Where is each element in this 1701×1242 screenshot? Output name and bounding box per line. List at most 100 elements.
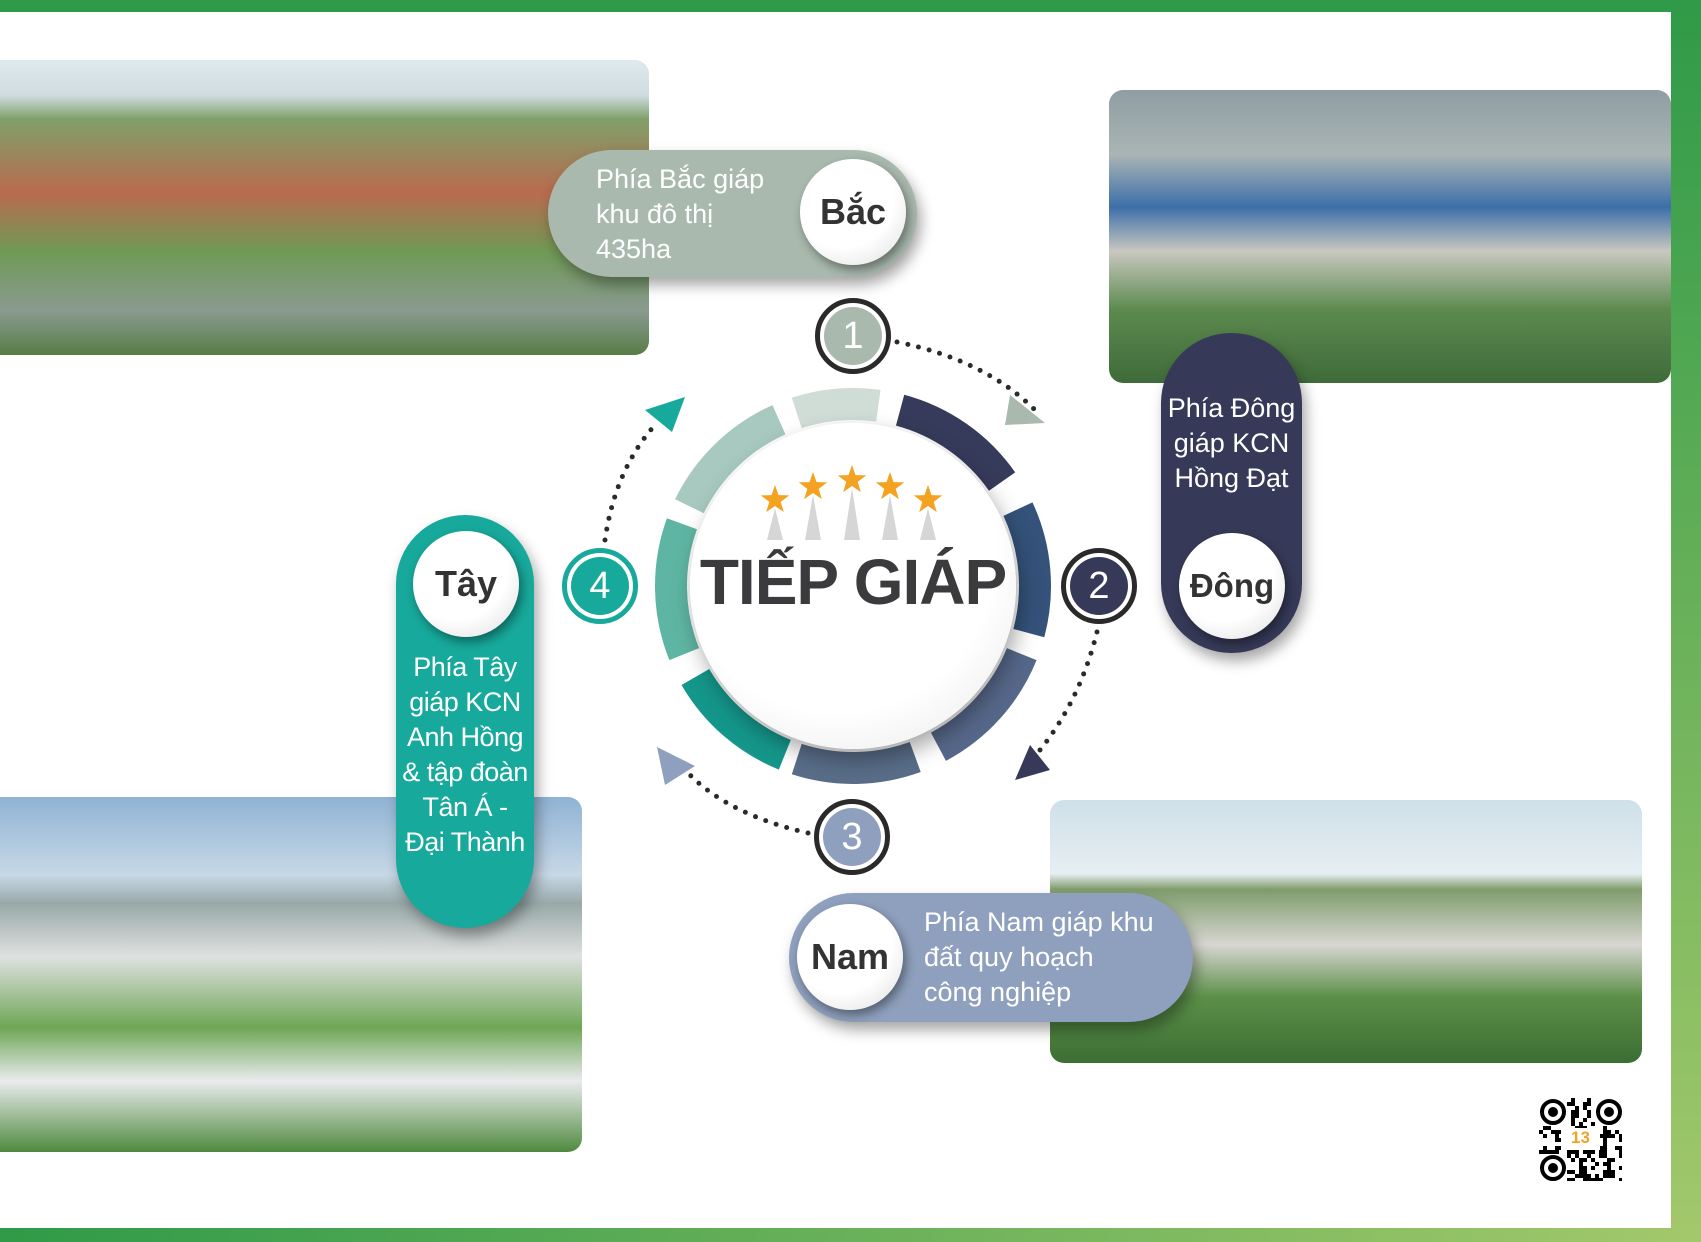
qr-module	[1555, 1150, 1559, 1154]
qr-module	[1547, 1150, 1551, 1154]
qr-finder-dot	[1604, 1107, 1614, 1117]
south-text-line: đất quy hoạch	[924, 942, 1094, 972]
qr-module	[1591, 1158, 1595, 1162]
qr-module	[1607, 1170, 1611, 1174]
qr-module	[1555, 1130, 1559, 1134]
qr-module	[1579, 1162, 1583, 1166]
east-text-line: Hồng Đạt	[1174, 463, 1289, 493]
qr-finder-dot	[1548, 1163, 1558, 1173]
east-text-line: giáp KCN	[1173, 428, 1290, 458]
qr-module	[1591, 1178, 1595, 1182]
qr-module	[1583, 1174, 1587, 1178]
qr-module	[1555, 1146, 1559, 1150]
west-text-line: Tân Á -	[422, 792, 508, 822]
qr-module	[1595, 1162, 1599, 1166]
qr-module	[1583, 1102, 1587, 1106]
west-text-line: & tập đoàn	[402, 757, 528, 787]
right-border	[1671, 0, 1701, 1242]
qr-module	[1603, 1130, 1607, 1134]
qr-module	[1583, 1178, 1587, 1182]
qr-module	[1575, 1106, 1579, 1110]
qr-module	[1619, 1166, 1623, 1170]
arrow-path-3-4	[687, 772, 811, 836]
qr-module	[1579, 1122, 1583, 1126]
photo-north-urban-area	[0, 60, 649, 355]
qr-module	[1575, 1114, 1579, 1118]
ring-segment	[930, 647, 1037, 761]
qr-module	[1615, 1130, 1619, 1134]
star-beam	[805, 495, 821, 540]
qr-module	[1599, 1150, 1603, 1154]
qr-module	[1551, 1150, 1555, 1154]
qr-module	[1603, 1134, 1607, 1138]
qr-module	[1587, 1174, 1591, 1178]
qr-module	[1595, 1174, 1599, 1178]
qr-module	[1543, 1134, 1547, 1138]
qr-module	[1587, 1178, 1591, 1182]
step-4-number: 4	[571, 557, 629, 615]
ring-segment	[1003, 502, 1051, 638]
qr-finder	[1540, 1155, 1566, 1181]
qr-module	[1603, 1146, 1607, 1150]
qr-module	[1591, 1122, 1595, 1126]
qr-module	[1539, 1150, 1543, 1154]
ring-segment	[791, 388, 881, 429]
step-2-number: 2	[1070, 557, 1128, 615]
ring-segment	[675, 405, 786, 514]
qr-module	[1539, 1130, 1543, 1134]
qr-module	[1567, 1102, 1571, 1106]
qr-module	[1619, 1154, 1623, 1158]
arrow-path-1-2	[894, 339, 1038, 413]
east-label-disc: Đông	[1179, 533, 1285, 639]
qr-module	[1603, 1170, 1607, 1174]
qr-module	[1599, 1146, 1603, 1150]
west-callout: Tây Phía Tây giáp KCN Anh Hồng & tập đoà…	[396, 515, 534, 928]
arrowhead-east	[1005, 395, 1045, 425]
north-callout: Phía Bắc giáp khu đô thị 435ha Bắc	[548, 150, 917, 277]
bottom-border	[0, 1228, 1701, 1242]
qr-module	[1619, 1178, 1623, 1182]
qr-module	[1575, 1110, 1579, 1114]
star-beam	[920, 508, 936, 540]
qr-module	[1571, 1098, 1575, 1102]
qr-module	[1583, 1118, 1587, 1122]
north-label-disc: Bắc	[800, 159, 906, 265]
qr-module	[1587, 1098, 1591, 1102]
south-text-line: Phía Nam giáp khu	[924, 907, 1154, 937]
qr-module	[1587, 1114, 1591, 1118]
qr-module	[1607, 1166, 1611, 1170]
qr-module	[1571, 1118, 1575, 1122]
qr-module	[1587, 1150, 1591, 1154]
qr-module	[1603, 1126, 1607, 1130]
star-icon	[913, 485, 943, 513]
qr-finder-dot	[1548, 1107, 1558, 1117]
qr-module	[1571, 1110, 1575, 1114]
west-label-disc: Tây	[413, 531, 519, 637]
north-text-line: Phía Bắc giáp	[596, 164, 765, 194]
south-text-line: công nghiệp	[924, 977, 1072, 1007]
segmented-ring	[655, 388, 1051, 784]
arrow-path-4-1	[602, 422, 658, 543]
north-text-line: khu đô thị	[596, 199, 714, 229]
qr-module	[1543, 1126, 1547, 1130]
qr-module	[1575, 1154, 1579, 1158]
photo-east-industrial-park	[1109, 90, 1671, 383]
qr-module	[1599, 1154, 1603, 1158]
qr-module	[1611, 1134, 1615, 1138]
step-2-badge: 2	[1061, 548, 1137, 624]
west-text-line: Anh Hồng	[406, 722, 524, 752]
qr-code[interactable]: 13	[1539, 1098, 1623, 1182]
qr-module	[1567, 1178, 1571, 1182]
ring-segment	[681, 668, 792, 770]
star-icon	[837, 465, 867, 493]
ring-segment	[895, 394, 1016, 492]
qr-module	[1611, 1158, 1615, 1162]
qr-module	[1583, 1106, 1587, 1110]
south-label-disc: Nam	[797, 904, 903, 1010]
qr-module	[1611, 1174, 1615, 1178]
qr-module	[1607, 1162, 1611, 1166]
qr-module	[1619, 1150, 1623, 1154]
qr-module	[1571, 1122, 1575, 1126]
arrowhead-west	[657, 747, 695, 785]
qr-module	[1599, 1134, 1603, 1138]
